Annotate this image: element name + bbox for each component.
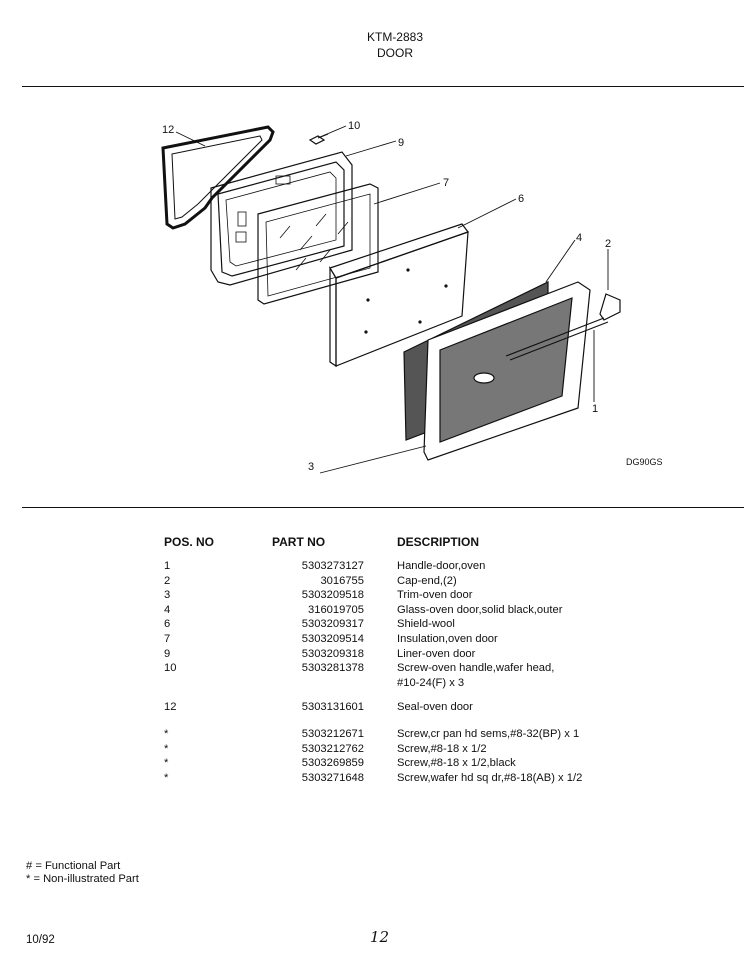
pos-cell: 2: [164, 574, 171, 587]
description-cell: Screw-oven handle,wafer head,: [397, 662, 555, 675]
column-header-description: DESCRIPTION: [397, 535, 480, 549]
pos-cell: *: [164, 742, 169, 755]
part-cell: 5303281378: [301, 662, 364, 675]
table-row: * 5303271648 Screw,wafer hd sq dr,#8-18(AB…: [164, 771, 582, 786]
pos-cell: 6: [164, 618, 171, 631]
table-row: 4 316019705 Glass-oven door,solid black,ou…: [164, 603, 582, 618]
description-cell: Screw,#8-18 x 1/2,black: [397, 757, 516, 770]
seal-gasket-drawing: [161, 125, 275, 230]
legend-non-illustrated: * = Non-illustrated Part: [26, 873, 139, 885]
part-cell: 3016755: [320, 574, 364, 587]
revision-date: 10/92: [26, 934, 55, 946]
table-row: 7 5303209514 Insulation,oven door: [164, 632, 582, 647]
description-cell: Screw,#8-18 x 1/2: [397, 742, 487, 755]
table-header-row: POS. NO PART NO DESCRIPTION: [164, 535, 582, 559]
trim-frame-drawing: [423, 281, 591, 461]
pos-cell: *: [164, 757, 169, 770]
description-cell: #10-24(F) x 3: [397, 676, 465, 689]
table-row: 2 3016755 Cap-end,(2): [164, 574, 582, 589]
description-cell: Trim-oven door: [397, 589, 473, 602]
part-cell: [256, 676, 368, 691]
legend: # = Functional Part * = Non-illustrated …: [26, 860, 139, 886]
table-row: #10-24(F) x 3: [164, 676, 582, 691]
description-cell: Screw,wafer hd sq dr,#8-18(AB) x 1/2: [397, 771, 583, 784]
callout-7: 7: [443, 177, 449, 189]
leader-lines: [175, 125, 609, 474]
part-cell: 316019705: [308, 603, 364, 616]
pos-cell: 7: [164, 632, 171, 645]
parts-table: POS. NO PART NO DESCRIPTION 1 5303273127 H…: [164, 535, 582, 785]
part-cell: 5303209318: [301, 647, 364, 660]
top-divider: [22, 86, 744, 87]
description-cell: Glass-oven door,solid black,outer: [397, 603, 563, 616]
screw-drawing: [308, 133, 329, 145]
description-cell: Seal-oven door: [397, 701, 473, 714]
table-row: 1 5303273127 Handle-door,oven: [164, 559, 582, 574]
model-number: KTM-2883: [366, 30, 424, 44]
section-title: DOOR: [377, 46, 413, 60]
page-number: 12: [370, 928, 390, 946]
pos-cell: 3: [164, 589, 171, 602]
table-row: * 5303212762 Screw,#8-18 x 1/2: [164, 742, 582, 757]
description-cell: Shield-wool: [397, 618, 455, 631]
exploded-door-diagram: 12 10 9 7 6 4 2 1 3 DG90GS: [161, 120, 663, 474]
shield-drawing: [329, 223, 469, 368]
description-cell: Liner-oven door: [397, 647, 476, 660]
part-cell: 5303269859: [301, 757, 364, 770]
callout-12: 12: [162, 124, 174, 136]
diagram-code: DG90GS: [626, 457, 663, 467]
table-row: 9 5303209318 Liner-oven door: [164, 647, 582, 662]
liner-drawing: [210, 151, 353, 286]
part-cell: 5303209317: [301, 618, 364, 631]
middle-divider: [22, 507, 744, 508]
table-row: * 5303212671 Screw,cr pan hd sems,#8-32(BP…: [164, 715, 582, 742]
pos-cell: 12: [164, 701, 177, 714]
part-cell: 5303212762: [301, 742, 364, 755]
table-row: 12 5303131601 Seal-oven door: [164, 690, 582, 715]
part-cell: 5303212671: [301, 727, 364, 740]
column-header-part: PART NO: [272, 535, 326, 549]
insulation-frame-drawing: [257, 183, 379, 305]
part-cell: 5303273127: [301, 560, 364, 572]
description-cell: Cap-end,(2): [397, 574, 457, 587]
callout-4: 4: [576, 232, 582, 244]
callout-1: 1: [592, 403, 598, 415]
pos-cell: [164, 676, 256, 691]
table-row: 6 5303209317 Shield-wool: [164, 617, 582, 632]
table-row: 10 5303281378 Screw-oven handle,wafer head…: [164, 661, 582, 676]
callout-10: 10: [348, 120, 360, 132]
description-cell: Handle-door,oven: [397, 560, 486, 572]
pos-cell: 9: [164, 647, 171, 660]
callout-6: 6: [518, 193, 524, 205]
pos-cell: *: [164, 727, 169, 740]
callout-3: 3: [308, 461, 314, 473]
part-cell: 5303131601: [301, 701, 364, 714]
pos-cell: *: [164, 771, 169, 784]
part-cell: 5303271648: [301, 771, 364, 784]
part-cell: 5303209518: [301, 589, 364, 602]
column-header-pos: POS. NO: [164, 535, 215, 549]
table-row: 3 5303209518 Trim-oven door: [164, 588, 582, 603]
legend-functional: # = Functional Part: [26, 860, 121, 872]
pos-cell: 1: [164, 560, 171, 572]
part-cell: 5303209514: [301, 632, 364, 645]
handle-drawing: [505, 293, 621, 361]
description-cell: Insulation,oven door: [397, 632, 498, 645]
description-cell: Screw,cr pan hd sems,#8-32(BP) x 1: [397, 727, 580, 740]
callout-9: 9: [398, 137, 404, 149]
callout-2: 2: [605, 238, 611, 250]
table-row: * 5303269859 Screw,#8-18 x 1/2,black: [164, 756, 582, 771]
pos-cell: 10: [164, 662, 177, 675]
pos-cell: 4: [164, 603, 171, 616]
